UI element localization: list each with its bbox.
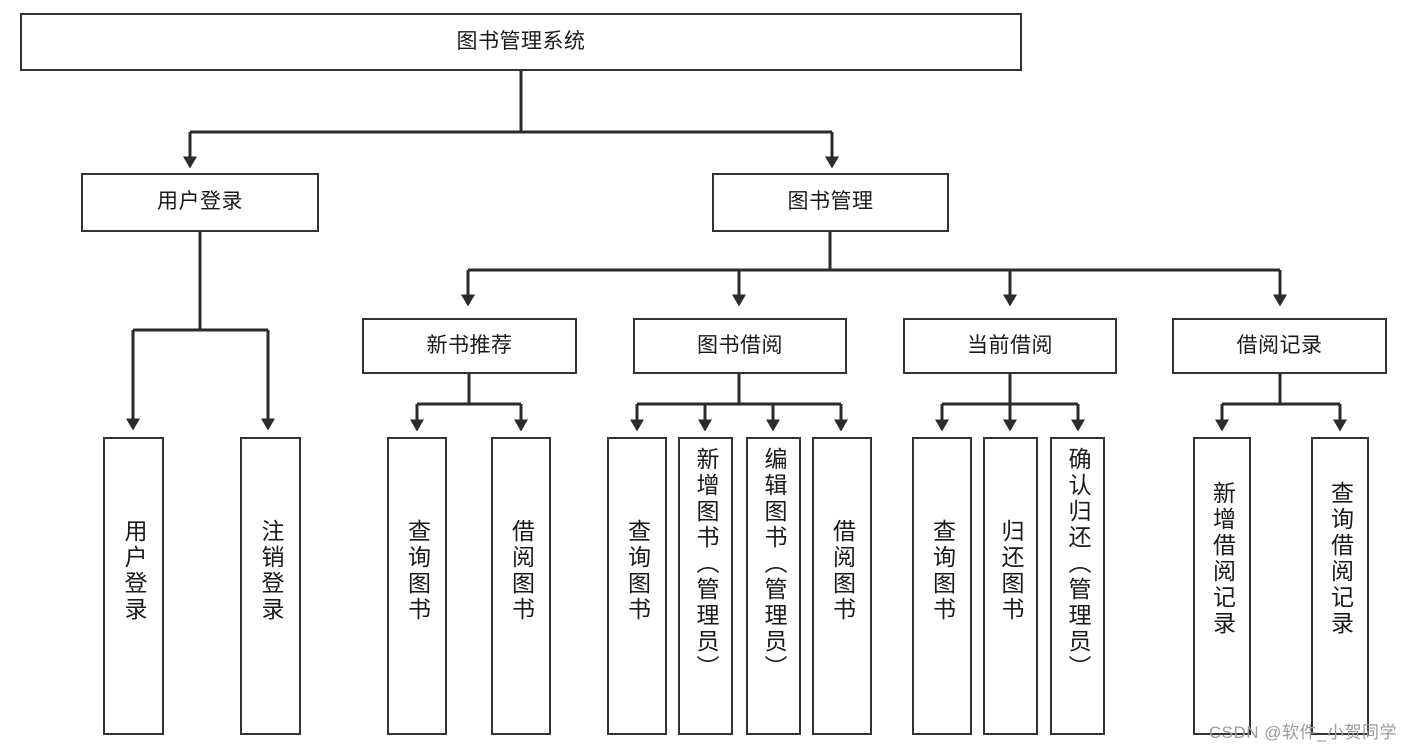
leaf-current-confirm-return-admin[interactable]: 确认归还（管理员） <box>1050 437 1105 735</box>
leaf-current-return-book[interactable]: 归还图书 <box>983 437 1038 735</box>
leaf-borrow-borrow-book[interactable]: 借阅图书 <box>812 437 872 735</box>
node-user-login[interactable]: 用户登录 <box>81 173 319 232</box>
node-current-borrow[interactable]: 当前借阅 <box>903 318 1117 374</box>
node-label: 归还图书 <box>998 519 1024 623</box>
node-root-system[interactable]: 图书管理系统 <box>20 13 1022 71</box>
node-label: 借阅图书 <box>508 519 535 623</box>
node-label: 图书管理 <box>787 190 874 214</box>
leaf-user-login-logout[interactable]: 注销登录 <box>240 437 301 735</box>
csdn-watermark: CSDN @软件_小贺同学 <box>1208 723 1397 742</box>
leaf-borrow-query-book[interactable]: 查询图书 <box>607 437 667 735</box>
node-borrow-record[interactable]: 借阅记录 <box>1172 318 1387 374</box>
node-label: 借阅图书 <box>829 519 856 623</box>
node-new-book-recommend[interactable]: 新书推荐 <box>362 318 577 374</box>
leaf-recommend-query-book[interactable]: 查询图书 <box>387 437 447 735</box>
node-label: 新增借阅记录 <box>1209 481 1236 637</box>
node-label: 新书推荐 <box>426 333 513 357</box>
node-label: 查询图书 <box>624 519 651 623</box>
node-label: 注销登录 <box>258 519 284 623</box>
node-label: 查询图书 <box>404 519 431 623</box>
leaf-borrow-edit-book-admin[interactable]: 编辑图书（管理员） <box>746 437 801 735</box>
node-label: 用户登录 <box>121 519 147 623</box>
node-label: 查询图书 <box>929 519 956 623</box>
node-label: 查询借阅记录 <box>1327 481 1354 637</box>
leaf-borrow-add-book-admin[interactable]: 新增图书（管理员） <box>678 437 733 735</box>
leaf-record-query-record[interactable]: 查询借阅记录 <box>1311 437 1369 735</box>
node-label: 图书管理系统 <box>456 29 586 53</box>
leaf-recommend-borrow-book[interactable]: 借阅图书 <box>491 437 551 735</box>
leaf-user-login-login[interactable]: 用户登录 <box>103 437 164 735</box>
leaf-record-add-record[interactable]: 新增借阅记录 <box>1193 437 1251 735</box>
node-label: 用户登录 <box>157 190 243 214</box>
node-book-borrow[interactable]: 图书借阅 <box>633 318 847 374</box>
node-label: 编辑图书（管理员） <box>761 447 787 681</box>
node-book-management[interactable]: 图书管理 <box>712 173 949 232</box>
node-label: 借阅记录 <box>1236 333 1323 357</box>
node-label: 确认归还（管理员） <box>1065 447 1091 681</box>
node-label: 图书借阅 <box>697 333 783 357</box>
leaf-current-query-book[interactable]: 查询图书 <box>912 437 972 735</box>
node-label: 当前借阅 <box>967 333 1053 357</box>
node-label: 新增图书（管理员） <box>693 447 719 681</box>
